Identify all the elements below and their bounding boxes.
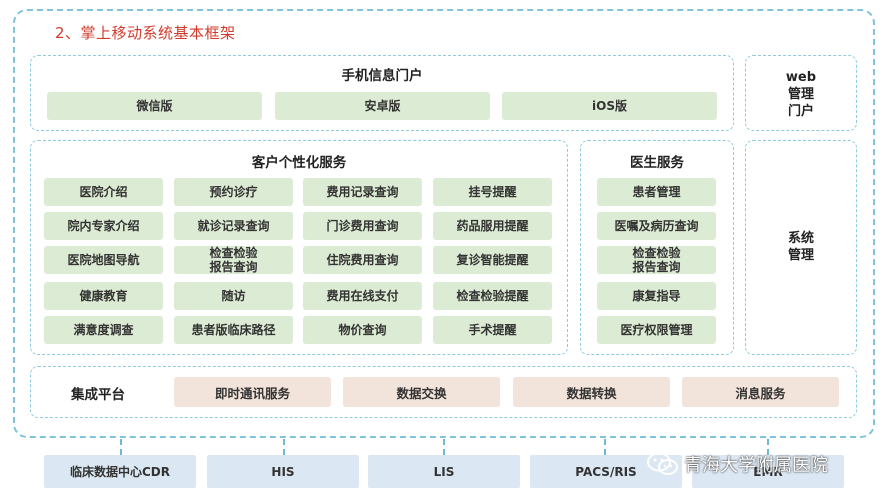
- diagram-title: 2、掌上移动系统基本框架: [55, 24, 236, 42]
- customer-service-item: 复诊智能提醒: [433, 246, 552, 274]
- doctor-service-item: 医嘱及病历查询: [597, 212, 716, 240]
- customer-service-item: 门诊费用查询: [303, 212, 422, 240]
- connector-lis: [443, 439, 445, 455]
- integration-platform-panel: 集成平台 即时通讯服务 数据交换 数据转换 消息服务: [30, 366, 857, 418]
- integration-item-data-conversion: 数据转换: [513, 377, 670, 407]
- customer-service-item: 预约诊疗: [174, 178, 293, 206]
- doctor-services-title: 医生服务: [630, 155, 684, 171]
- system-mgmt-label: 系统 管理: [787, 231, 814, 263]
- customer-services-panel: 客户个性化服务 医院介绍预约诊疗费用记录查询挂号提醒院内专家介绍就诊记录查询门诊…: [30, 140, 568, 355]
- customer-service-item: 随访: [174, 282, 293, 310]
- system-lis: LIS: [368, 455, 520, 488]
- connector-emr: [767, 439, 769, 455]
- customer-service-item: 就诊记录查询: [174, 212, 293, 240]
- connector-pacs: [604, 439, 606, 455]
- mobile-portal-panel: 手机信息门户 微信版 安卓版 iOS版: [30, 55, 734, 131]
- portal-item-wechat: 微信版: [47, 92, 262, 120]
- system-pacs-ris: PACS/RIS: [530, 455, 682, 488]
- customer-service-item: 费用记录查询: [303, 178, 422, 206]
- portal-item-ios: iOS版: [502, 92, 717, 120]
- doctor-services-panel: 医生服务 患者管理医嘱及病历查询检查检验报告查询康复指导医疗权限管理: [580, 140, 734, 355]
- web-portal-panel: web 管理 门户: [745, 55, 857, 131]
- integration-platform-label: 集成平台: [71, 387, 125, 403]
- watermark-text: 青海大学附属医院: [684, 455, 828, 476]
- customer-service-item: 满意度调查: [44, 316, 163, 344]
- system-cdr: 临床数据中心CDR: [44, 455, 196, 488]
- customer-service-item: 费用在线支付: [303, 282, 422, 310]
- integration-item-data-exchange: 数据交换: [343, 377, 500, 407]
- customer-service-item: 院内专家介绍: [44, 212, 163, 240]
- customer-service-item: 住院费用查询: [303, 246, 422, 274]
- system-his: HIS: [207, 455, 359, 488]
- doctor-service-item: 医疗权限管理: [597, 316, 716, 344]
- integration-item-im: 即时通讯服务: [174, 377, 331, 407]
- portal-item-android: 安卓版: [275, 92, 490, 120]
- web-portal-label: web 管理 门户: [785, 70, 817, 119]
- customer-service-item: 检查检验提醒: [433, 282, 552, 310]
- doctor-service-item: 检查检验报告查询: [597, 246, 716, 274]
- customer-service-item: 医院介绍: [44, 178, 163, 206]
- customer-service-item: 患者版临床路径: [174, 316, 293, 344]
- watermark: 青海大学附属医院: [646, 451, 828, 477]
- customer-service-item: 挂号提醒: [433, 178, 552, 206]
- connector-his: [283, 439, 285, 455]
- customer-service-item: 检查检验报告查询: [174, 246, 293, 274]
- mobile-portal-title: 手机信息门户: [341, 68, 423, 84]
- customer-service-item: 物价查询: [303, 316, 422, 344]
- system-mgmt-panel: 系统 管理: [745, 140, 857, 355]
- customer-services-title: 客户个性化服务: [251, 155, 347, 171]
- connector-cdr: [120, 439, 122, 455]
- customer-service-item: 健康教育: [44, 282, 163, 310]
- customer-service-item: 手术提醒: [433, 316, 552, 344]
- wechat-icon: [647, 452, 678, 475]
- framework-border: [13, 9, 875, 438]
- doctor-service-item: 康复指导: [597, 282, 716, 310]
- integration-item-message: 消息服务: [682, 377, 839, 407]
- customer-service-item: 医院地图导航: [44, 246, 163, 274]
- system-emr: EMR: [692, 455, 844, 488]
- doctor-service-item: 患者管理: [597, 178, 716, 206]
- customer-service-item: 药品服用提醒: [433, 212, 552, 240]
